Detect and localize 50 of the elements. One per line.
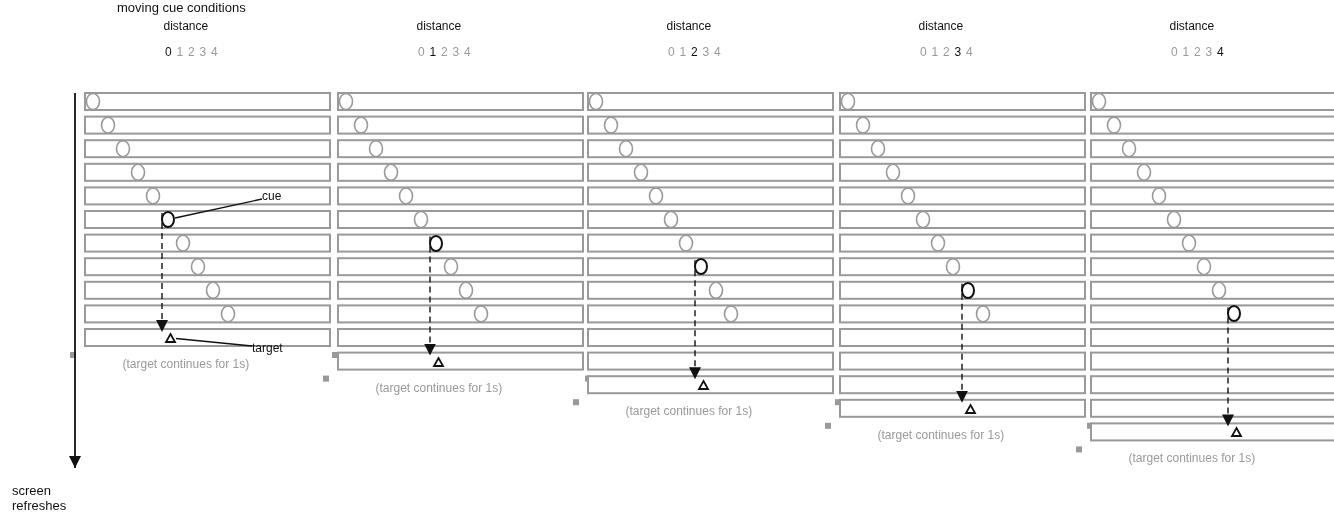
target-triangle <box>698 380 709 391</box>
cue-circle <box>961 281 975 299</box>
cue-circle <box>161 211 175 228</box>
arrow <box>956 283 968 404</box>
diagram-title: moving cue conditions <box>117 1 246 16</box>
distance-value: 0 <box>418 46 425 60</box>
axis-heading: distance <box>163 20 209 34</box>
distance-value: 4 <box>966 46 973 60</box>
distance-value: 3 <box>199 46 207 60</box>
target-label: target <box>252 340 292 356</box>
target-triangle <box>1231 427 1242 438</box>
distance-value: 2 <box>1194 46 1201 60</box>
arrow <box>424 235 436 357</box>
axis-heading: distance <box>918 20 964 34</box>
cue-circle <box>429 234 443 252</box>
distance-value: 3 <box>954 46 962 60</box>
arrow <box>1222 306 1234 428</box>
axis-heading: distance <box>1169 20 1215 34</box>
arrow <box>689 259 701 380</box>
distance-value: 0 <box>165 46 172 60</box>
target-triangle <box>965 403 976 414</box>
arrow <box>156 212 168 333</box>
distance-value: 1 <box>1182 46 1190 60</box>
distance-value: 4 <box>211 46 218 60</box>
distance-value: 4 <box>464 46 471 60</box>
distance-value: 3 <box>1205 46 1213 60</box>
leader-line <box>175 337 253 347</box>
distance-value: 2 <box>441 46 448 60</box>
cue-circle <box>1227 305 1241 323</box>
target-triangle <box>433 356 444 367</box>
distance-value: 1 <box>679 46 687 60</box>
distance-value: 2 <box>943 46 950 60</box>
distance-value: 1 <box>176 46 184 60</box>
distance-value: 1 <box>931 46 939 60</box>
distance-value: 1 <box>429 46 437 60</box>
distance-value: 2 <box>188 46 195 60</box>
distance-value: 3 <box>702 46 710 60</box>
distance-value: 0 <box>668 46 675 60</box>
cue-label: cue <box>262 188 290 204</box>
distance-value: 2 <box>691 46 698 60</box>
cue-circle <box>694 258 708 276</box>
axis-heading: distance <box>416 20 462 34</box>
distance-value: 4 <box>714 46 721 60</box>
distance-value: 0 <box>920 46 927 60</box>
distance-value: 4 <box>1217 46 1224 60</box>
distance-value: 3 <box>452 46 460 60</box>
axis-label: screen refreshes <box>12 484 68 514</box>
distance-value: 0 <box>1171 46 1178 60</box>
axis-heading: distance <box>666 20 712 34</box>
target-triangle <box>165 333 176 343</box>
